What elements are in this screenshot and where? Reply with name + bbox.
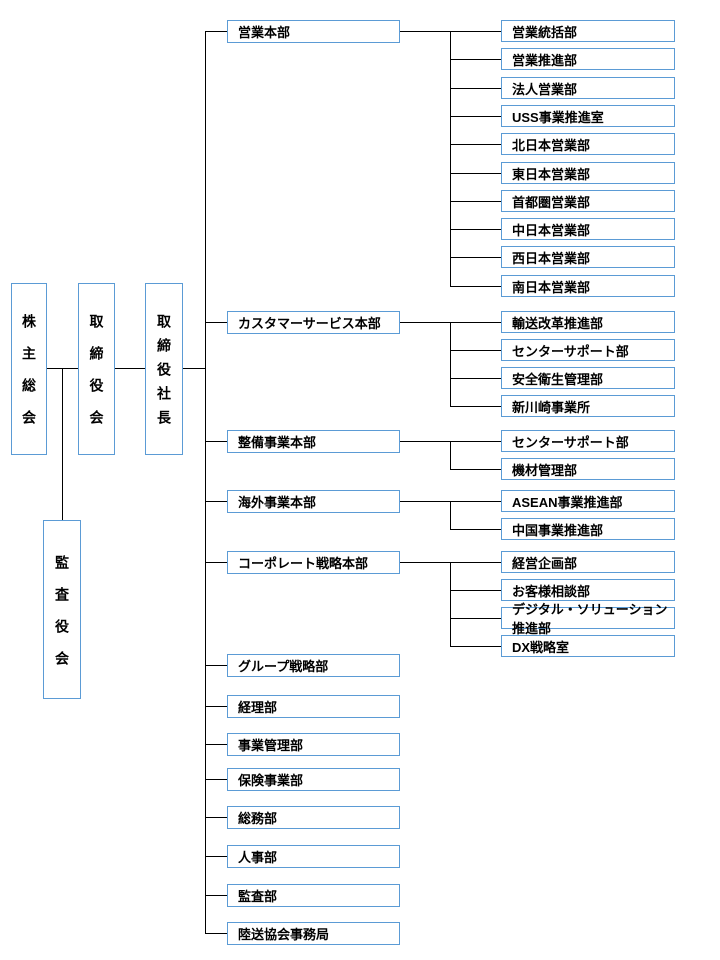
- org-node-dept: 中日本営業部: [501, 218, 675, 240]
- org-node-dept: 西日本営業部: [501, 246, 675, 268]
- connector-line: [205, 501, 227, 502]
- connector-line: [450, 350, 501, 351]
- connector-line: [450, 441, 451, 469]
- org-node-dept: 南日本営業部: [501, 275, 675, 297]
- connector-line: [183, 368, 205, 369]
- connector-line: [450, 406, 501, 407]
- connector-line: [205, 706, 227, 707]
- org-node-sales-hq: 営業本部: [227, 20, 400, 43]
- connector-line: [205, 322, 227, 323]
- org-node-dept: お客様相談部: [501, 579, 675, 601]
- org-node-dept: ASEAN事業推進部: [501, 490, 675, 512]
- connector-line: [205, 779, 227, 780]
- org-node-audit-dept: 監査部: [227, 884, 400, 907]
- org-node-corporate-strategy-hq: コーポレート戦略本部: [227, 551, 400, 574]
- connector-line: [115, 368, 145, 369]
- connector-line: [450, 144, 501, 145]
- org-node-dept: 北日本営業部: [501, 133, 675, 155]
- org-node-dept: 営業統括部: [501, 20, 675, 42]
- org-node-label: 取締役会: [88, 314, 105, 442]
- org-node-dept: 法人営業部: [501, 77, 675, 99]
- org-node-dept: USS事業推進室: [501, 105, 675, 127]
- org-node-dept: 首都圏営業部: [501, 190, 675, 212]
- connector-line: [205, 744, 227, 745]
- org-node-business-admin-dept: 事業管理部: [227, 733, 400, 756]
- connector-line: [62, 368, 63, 520]
- org-node-label: 監査役会: [54, 554, 70, 683]
- org-node-maintenance-hq: 整備事業本部: [227, 430, 400, 453]
- org-node-dept: 営業推進部: [501, 48, 675, 70]
- org-node-audit-committee: 監査役会: [43, 520, 81, 699]
- connector-line: [450, 646, 501, 647]
- connector-line: [205, 562, 227, 563]
- connector-line: [450, 590, 501, 591]
- connector-line: [205, 31, 227, 32]
- connector-line: [450, 59, 501, 60]
- connector-line: [205, 817, 227, 818]
- connector-trunk: [205, 31, 206, 934]
- connector-line: [205, 895, 227, 896]
- org-node-label: 株主総会: [21, 314, 37, 442]
- org-node-dept: センターサポート部: [501, 339, 675, 361]
- org-node-customer-service-hq: カスタマーサービス本部: [227, 311, 400, 334]
- connector-line: [450, 562, 451, 646]
- org-node-label: 取締役社長: [156, 314, 172, 434]
- connector-line: [205, 665, 227, 666]
- connector-line: [450, 286, 501, 287]
- org-node-group-strategy-dept: グループ戦略部: [227, 654, 400, 677]
- connector-line: [450, 257, 501, 258]
- org-node-dept: 中国事業推進部: [501, 518, 675, 540]
- org-node-dept: センターサポート部: [501, 430, 675, 452]
- connector-line: [450, 618, 501, 619]
- org-node-dept: DX戦略室: [501, 635, 675, 657]
- connector-line: [450, 229, 501, 230]
- org-node-dept: 安全衛生管理部: [501, 367, 675, 389]
- connector-line: [450, 201, 501, 202]
- org-node-dept: デジタル・ソリューション推進部: [501, 602, 675, 636]
- connector-line: [450, 173, 501, 174]
- org-node-dept: 新川崎事業所: [501, 395, 675, 417]
- connector-line: [450, 378, 501, 379]
- org-node-hr-dept: 人事部: [227, 845, 400, 868]
- connector-line: [450, 322, 451, 406]
- connector-line: [450, 501, 451, 529]
- org-node-general-affairs-dept: 総務部: [227, 806, 400, 829]
- org-node-insurance-dept: 保険事業部: [227, 768, 400, 791]
- org-node-dept: 機材管理部: [501, 458, 675, 480]
- org-node-land-transport-assoc-office: 陸送協会事務局: [227, 922, 400, 945]
- connector-line: [205, 933, 227, 934]
- connector-line: [450, 469, 501, 470]
- org-node-board-of-directors: 取締役会: [78, 283, 115, 455]
- org-node-dept: 輸送改革推進部: [501, 311, 675, 333]
- org-node-accounting-dept: 経理部: [227, 695, 400, 718]
- org-node-overseas-hq: 海外事業本部: [227, 490, 400, 513]
- org-node-dept: 経営企画部: [501, 551, 675, 573]
- connector-line: [450, 88, 501, 89]
- connector-line: [450, 31, 451, 286]
- connector-line: [205, 856, 227, 857]
- org-node-president: 取締役社長: [145, 283, 183, 455]
- connector-line: [205, 441, 227, 442]
- org-node-shareholders-meeting: 株主総会: [11, 283, 47, 455]
- org-node-dept: 東日本営業部: [501, 162, 675, 184]
- connector-line: [450, 529, 501, 530]
- connector-line: [450, 116, 501, 117]
